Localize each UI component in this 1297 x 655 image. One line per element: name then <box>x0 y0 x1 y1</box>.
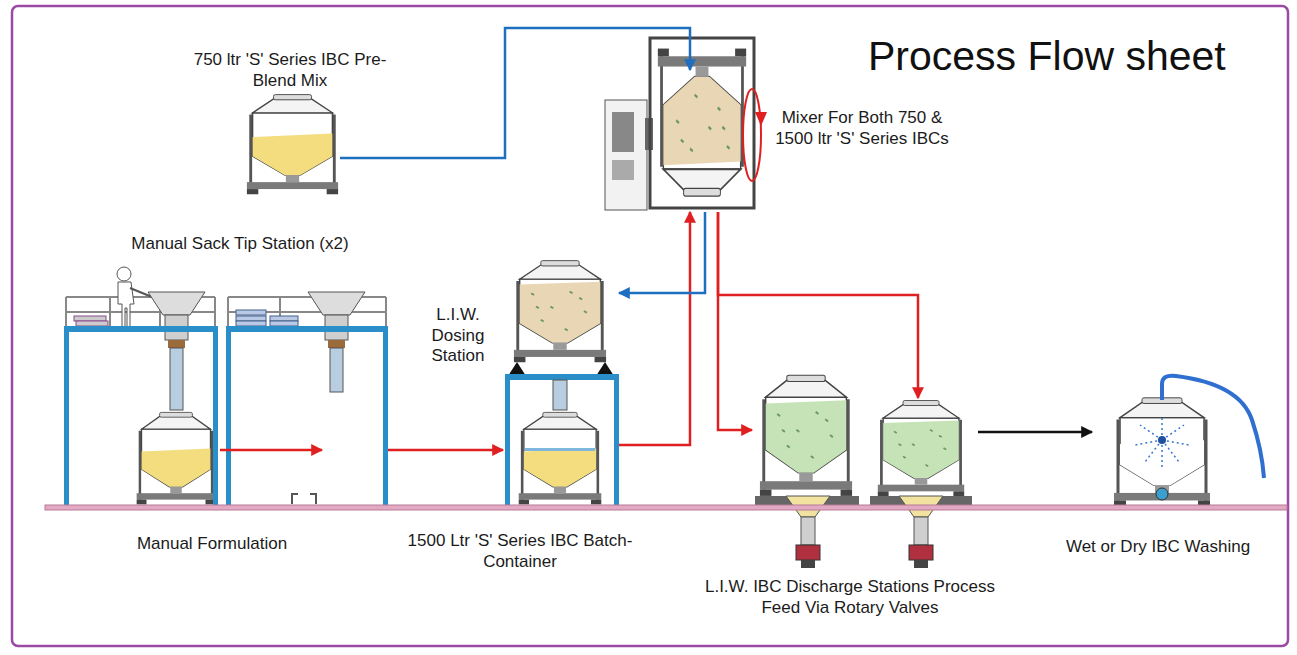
flow-arrow <box>718 212 752 430</box>
valve <box>168 340 185 348</box>
ibc-container <box>137 412 216 504</box>
drop-pipe <box>170 348 183 410</box>
valve <box>328 340 345 348</box>
flow-arrow <box>340 28 690 158</box>
equipment-node: L.I.W. IBC Discharge Stations Process Fe… <box>752 398 978 570</box>
equipment-node: L.I.W. Dosing Station1500 Ltr 'S' Series… <box>503 255 619 508</box>
flow-arrow <box>388 449 503 452</box>
equipment-label: Mixer For Both 750 & 1500 ltr 'S' Series… <box>772 108 952 149</box>
ibc-container <box>658 49 746 197</box>
frame-leg <box>64 326 69 508</box>
frame-leg <box>383 326 388 508</box>
sack <box>236 310 266 315</box>
equipment-label: L.I.W. Dosing Station <box>420 305 496 367</box>
discharge-stations <box>755 375 972 568</box>
rotation-arrowhead <box>755 112 767 126</box>
drop-pipe <box>553 380 567 410</box>
frame-leg <box>614 374 619 508</box>
equipment-node: Mixer For Both 750 & 1500 ltr 'S' Series… <box>605 70 760 212</box>
sack <box>76 321 108 326</box>
frame-leg <box>505 374 510 508</box>
frame-leg <box>213 326 218 508</box>
frame-border <box>12 6 1288 646</box>
flow-arrow <box>978 431 1092 434</box>
washing-station <box>1114 376 1264 506</box>
layer-band <box>525 448 595 451</box>
discharge-pipe <box>914 517 928 545</box>
ibc-container <box>514 261 606 363</box>
equipment-node: 750 ltr 'S' Series IBC Pre-Blend Mix <box>245 92 340 196</box>
equipment-node: Manual Sack Tip Station (x2)Manual Formu… <box>62 262 388 508</box>
ibc-container <box>519 412 602 504</box>
mixer-backplate <box>605 100 647 210</box>
equipment-label: Wet or Dry IBC Washing <box>1033 537 1283 558</box>
mixer-frame <box>650 38 754 208</box>
platform <box>505 374 619 380</box>
flow-arrow <box>619 212 690 445</box>
floor-line <box>45 505 1287 510</box>
diagram-title: Process Flow sheet <box>868 34 1226 79</box>
sack <box>236 316 266 321</box>
rotary-valve <box>796 545 820 560</box>
flow-arrow <box>220 449 322 452</box>
dosing-station <box>505 261 619 508</box>
ibc-container <box>247 95 338 195</box>
valve-flange <box>914 560 928 568</box>
rotation-arrow <box>743 89 761 181</box>
load-cell <box>596 362 614 376</box>
frame-leg <box>226 326 231 508</box>
platform <box>64 326 218 332</box>
sack <box>236 321 266 326</box>
flow-arrow <box>619 212 705 293</box>
ibc-container <box>878 401 964 497</box>
flow-arrow <box>718 212 918 398</box>
operator <box>117 267 131 281</box>
pre-blend-ibc <box>247 95 338 195</box>
platform <box>226 326 388 332</box>
mixer-motor <box>612 112 634 152</box>
sack-tip-station <box>64 267 388 508</box>
rotary-valve <box>909 545 933 560</box>
spray-head <box>1158 436 1166 444</box>
wash-hose <box>1162 376 1264 478</box>
sack <box>74 316 106 321</box>
ibc-guide <box>292 494 316 504</box>
railing <box>228 297 386 328</box>
equipment-label: L.I.W. IBC Discharge Stations Process Fe… <box>700 577 1000 618</box>
tip-hopper <box>308 292 365 315</box>
valve-flange <box>801 560 815 568</box>
drain-valve <box>1156 488 1168 500</box>
mixer-gearbox <box>612 160 634 180</box>
equipment-label: Manual Sack Tip Station (x2) <box>95 234 385 255</box>
spray-pattern <box>1135 418 1189 470</box>
ibc-container <box>760 375 852 496</box>
ibc-container <box>1114 398 1210 506</box>
load-cell <box>508 362 526 376</box>
mixer <box>605 38 767 210</box>
equipment-label: 750 ltr 'S' Series IBC Pre-Blend Mix <box>190 50 390 91</box>
discharge-pipe <box>801 517 815 545</box>
equipment-node: Wet or Dry IBC Washing <box>1092 395 1282 510</box>
equipment-label: 1500 Ltr 'S' Series IBC Batch-Container <box>400 531 640 572</box>
sack <box>270 316 298 321</box>
equipment-label: Manual Formulation <box>92 534 332 555</box>
tip-hopper <box>148 292 205 315</box>
sack <box>270 321 298 326</box>
drop-pipe <box>330 348 343 392</box>
